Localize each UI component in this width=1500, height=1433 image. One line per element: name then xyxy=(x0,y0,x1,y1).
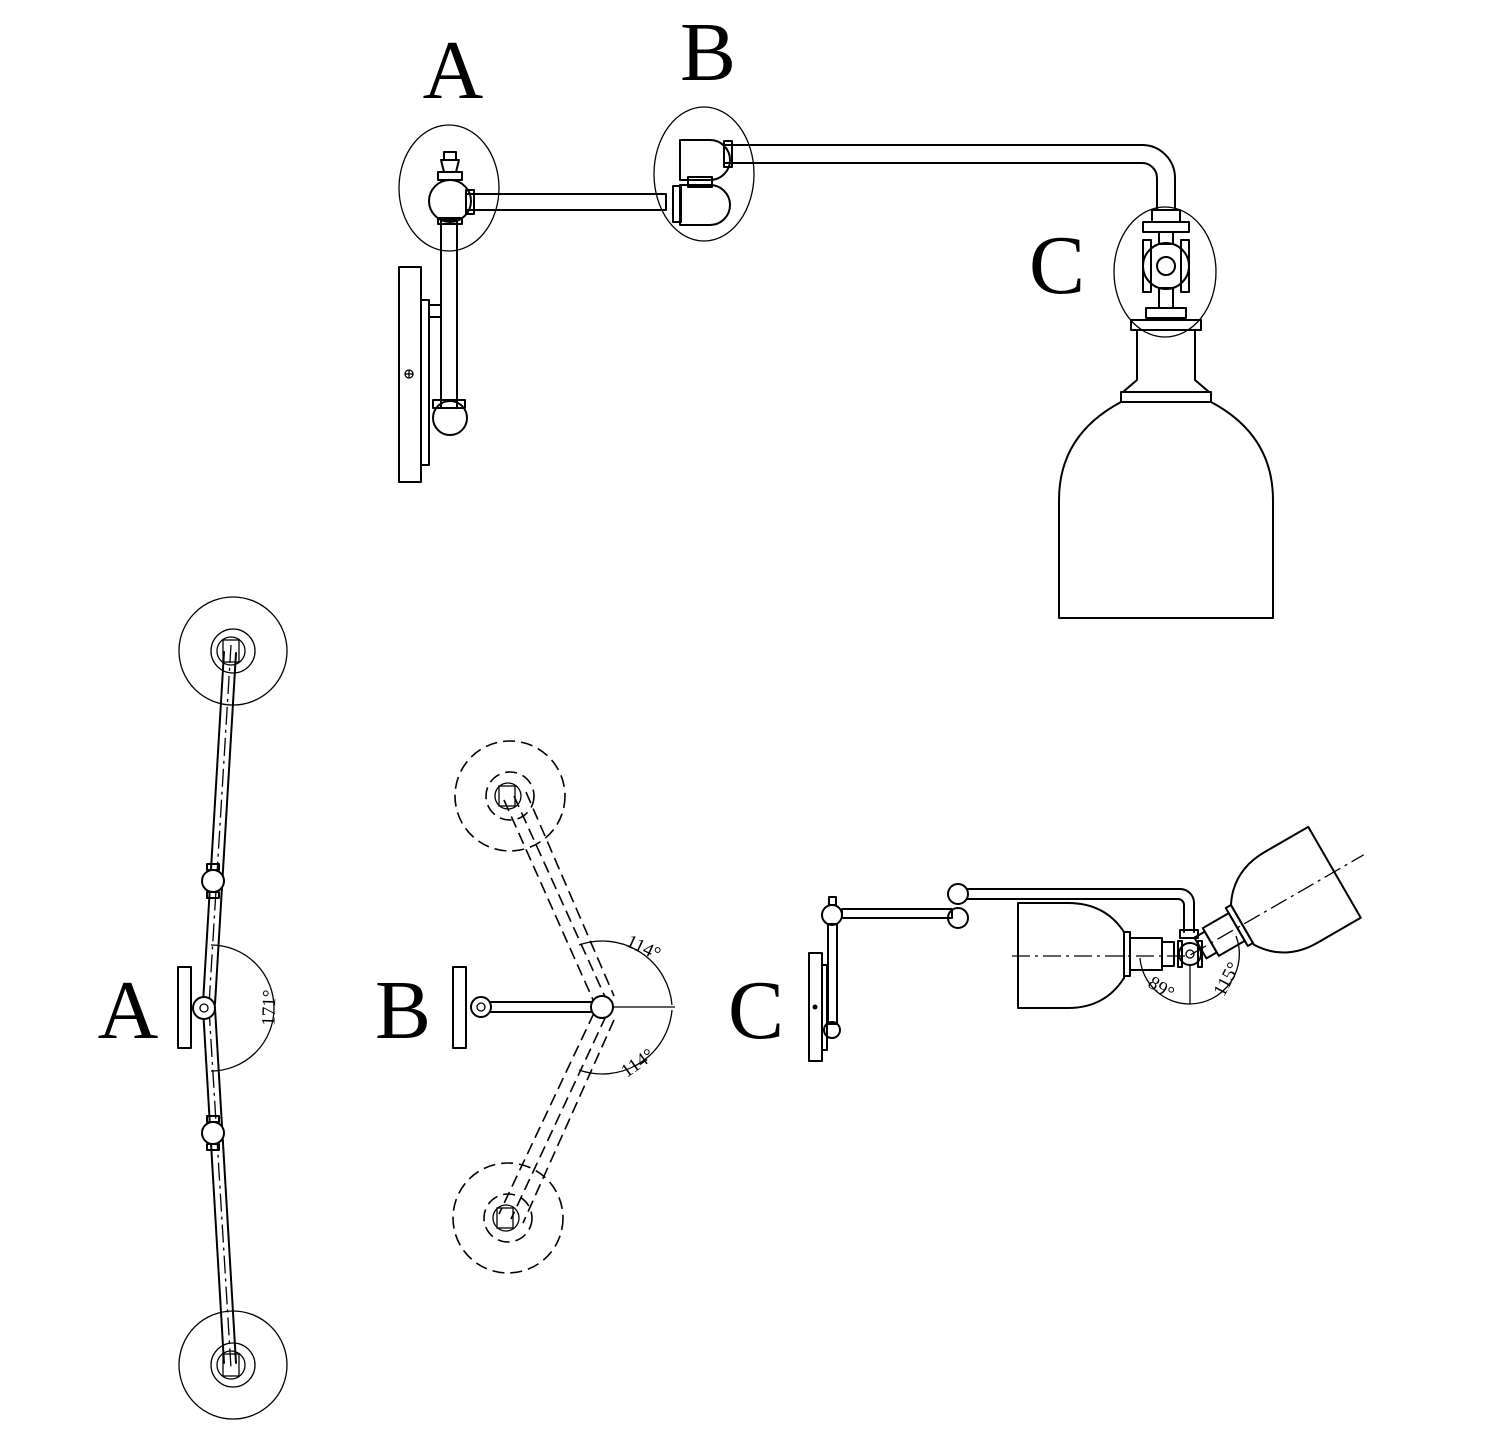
joint-b-upper-knuckle xyxy=(679,139,731,181)
view-a-wall-plate xyxy=(177,966,192,1049)
view-c-shade-raised xyxy=(1229,825,1362,954)
view-b-lower-arc xyxy=(578,1009,673,1075)
view-c-label: C xyxy=(728,964,784,1057)
joint-b-lower-knuckle xyxy=(679,184,731,226)
view-a-pivot xyxy=(192,996,216,1020)
view-a-lamp-upper xyxy=(178,596,288,706)
view-c-upper-arc xyxy=(1189,935,1240,1005)
joint-c-knuckle xyxy=(1142,242,1190,290)
view-a-label: A xyxy=(98,964,159,1057)
view-a-lamp-lower xyxy=(178,1310,288,1420)
view-b-lamp-upper xyxy=(454,740,566,852)
view-c-lower-angle: 89° xyxy=(1144,972,1178,1004)
joint-a-highlight xyxy=(398,124,500,252)
view-b-label: B xyxy=(375,964,431,1057)
joint-c-highlight xyxy=(1113,206,1217,338)
lamp-shade xyxy=(1058,401,1274,619)
view-c-shade-lowered xyxy=(1017,902,1125,1009)
view-a-angle-label: 171° xyxy=(258,989,280,1026)
view-c-tilt: 89° 115° C xyxy=(728,825,1365,1062)
view-c-upper-angle: 115° xyxy=(1210,959,1245,1000)
view-b-upper-angle: 114° xyxy=(623,931,664,965)
upper-arm-inner xyxy=(723,162,1158,211)
view-b-wall-plate xyxy=(452,966,467,1049)
lamp-socket xyxy=(1122,329,1210,393)
joint-b-highlight xyxy=(653,106,755,242)
label-c: C xyxy=(1029,219,1085,312)
label-a: A xyxy=(423,24,484,117)
view-b-rotation: 114° 114° B xyxy=(375,740,675,1274)
side-elevation: A B C xyxy=(398,6,1274,619)
joint-a-knuckle xyxy=(428,179,472,223)
vertical-rod xyxy=(440,219,458,409)
view-a-angle-arc xyxy=(210,944,275,1072)
view-c-lower-arc xyxy=(1139,957,1191,1005)
view-b-pivot xyxy=(590,995,614,1019)
view-a-swing: 171° A xyxy=(98,596,288,1420)
upper-arm-outer xyxy=(723,144,1176,211)
label-b: B xyxy=(680,6,736,99)
view-b-lower-angle: 114° xyxy=(617,1045,658,1083)
wall-plate-edge xyxy=(420,299,430,466)
view-b-upper-arc xyxy=(578,940,673,1006)
rod-end-ball xyxy=(432,400,468,436)
view-b-lamp-lower xyxy=(452,1162,564,1274)
